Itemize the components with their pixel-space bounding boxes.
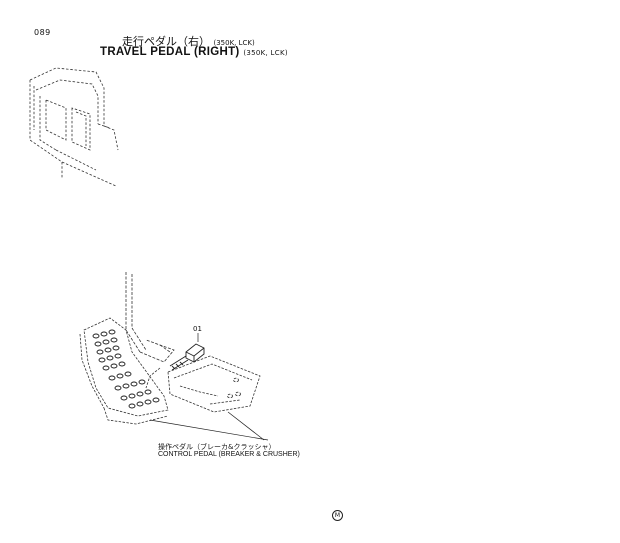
mount-plate [145,355,261,413]
title-en-text: TRAVEL PEDAL (RIGHT) [100,46,240,58]
caption-japanese: 操作ペダル（ブレーカ&クラッシャ） [158,443,276,451]
title-japanese: 走行ペダル（右） (350K, LCK) [122,33,255,49]
title-en-note: (350K, LCK) [243,49,288,57]
part-callout-01: 01 [193,325,202,333]
circled-mark: M [332,510,343,521]
title-jp-text: 走行ペダル（右） [122,35,210,48]
cab-location-icon [29,67,119,187]
title-english: TRAVEL PEDAL (RIGHT) (350K, LCK) [100,45,288,58]
caption-leaders [149,411,269,441]
bolt-part [169,343,205,371]
caption-english: CONTROL PEDAL (BREAKER & CRUSHER) [158,451,300,458]
title-jp-note: (350K, LCK) [213,39,255,47]
page-number: 089 [34,28,51,37]
pedal-grip-holes [92,329,160,409]
pedal-rod [125,272,175,363]
pedal-plate [79,317,169,425]
